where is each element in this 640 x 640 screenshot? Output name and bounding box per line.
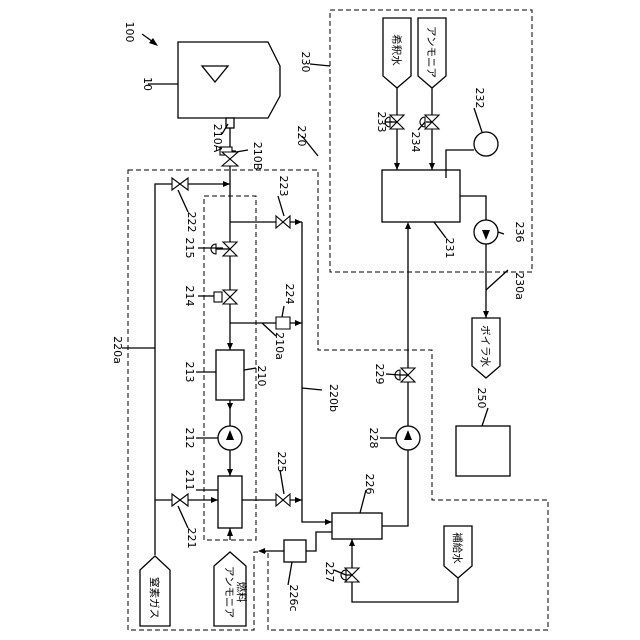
valve-221 <box>172 494 188 506</box>
label-223: 223 <box>277 176 290 197</box>
heater-213 <box>216 350 244 400</box>
valve-222 <box>172 178 188 190</box>
label-100: 100 <box>123 22 136 43</box>
vent-header-220b <box>302 222 332 522</box>
valve-224 <box>276 317 290 329</box>
boiler-water-line <box>460 196 486 318</box>
label-210A: 210A <box>211 124 224 153</box>
box-226c <box>284 540 306 562</box>
ammonia-label: アンモニア <box>425 26 437 78</box>
makeup-water-label: 補給水 <box>451 532 464 564</box>
pump-228 <box>396 426 420 450</box>
label-221: 221 <box>185 528 198 549</box>
label-234: 234 <box>409 132 422 153</box>
label-230a: 230a <box>513 272 526 300</box>
label-210a: 210a <box>273 332 286 360</box>
valve-234 <box>420 115 439 129</box>
label-214: 214 <box>183 286 196 307</box>
line-226-226c <box>306 532 332 551</box>
label-228: 228 <box>367 428 380 449</box>
label-220: 220 <box>295 126 308 147</box>
label-229: 229 <box>373 364 386 385</box>
nitrogen-label: 窒素ガス <box>148 577 161 619</box>
label-227: 227 <box>323 562 336 583</box>
dilution-water-label: 希釈水 <box>390 34 403 66</box>
label-224: 224 <box>283 284 296 305</box>
label-231: 231 <box>443 238 456 259</box>
label-210B: 210B <box>251 142 264 171</box>
label-220b: 220b <box>327 384 340 412</box>
combustor-10 <box>178 42 280 118</box>
label-10: 10 <box>141 77 154 91</box>
label-215: 215 <box>183 238 196 259</box>
label-232: 232 <box>473 88 486 109</box>
pump-236 <box>474 220 498 244</box>
tank-231 <box>382 170 460 222</box>
pump-212 <box>218 426 242 450</box>
label-233: 233 <box>375 112 388 133</box>
label-236: 236 <box>513 222 526 243</box>
tank-226 <box>332 513 382 539</box>
label-226: 226 <box>363 474 376 495</box>
ammonia-fuel-label-2: 燃料 <box>235 582 248 603</box>
tank-211 <box>218 476 242 528</box>
label-225: 225 <box>275 452 288 473</box>
label-220a: 220a <box>111 336 124 364</box>
label-213: 213 <box>183 362 196 383</box>
label-226c: 226c <box>287 584 300 611</box>
label-211: 211 <box>183 470 196 491</box>
label-250: 250 <box>475 388 488 409</box>
valve-227 <box>341 568 359 582</box>
valve-215 <box>211 242 237 256</box>
boiler-water-label: ボイラ水 <box>479 325 491 367</box>
label-222: 222 <box>185 212 198 233</box>
sensor-232 <box>474 132 498 156</box>
label-210: 210 <box>255 366 268 387</box>
makeup-water-line <box>352 539 458 602</box>
label-212: 212 <box>183 428 196 449</box>
valve-214 <box>214 290 237 304</box>
ammonia-fuel-label-1: アンモニア <box>223 566 235 618</box>
label-230: 230 <box>299 52 312 73</box>
valve-225 <box>276 494 290 506</box>
valve-223 <box>276 216 290 228</box>
unit-250 <box>456 426 510 476</box>
